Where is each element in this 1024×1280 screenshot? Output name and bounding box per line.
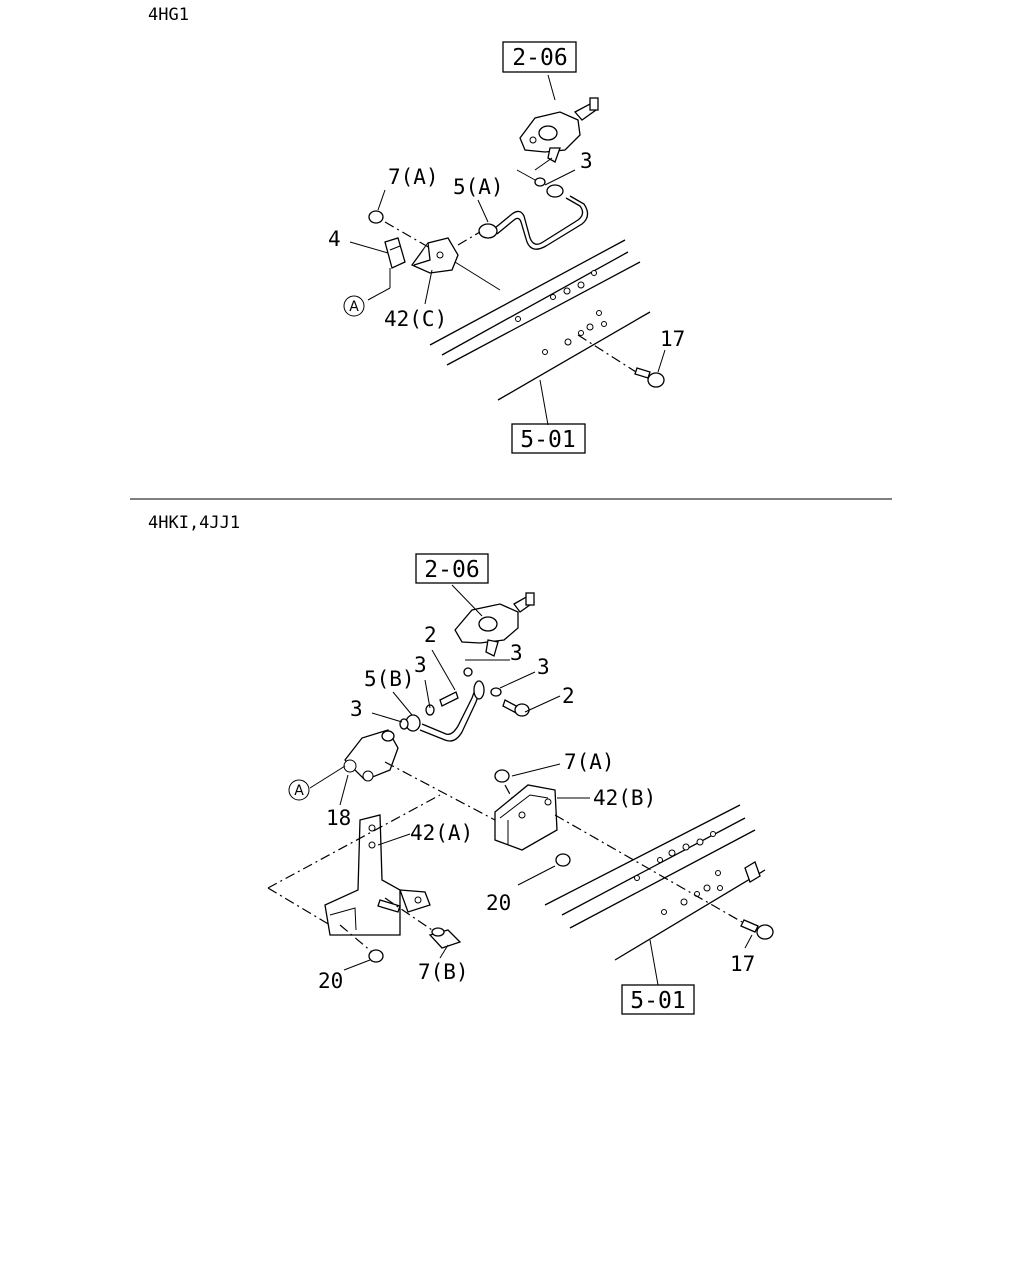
engine-label-4hg1: 4HG1 [148,5,189,25]
callout-18: 18 [326,806,351,830]
spacer-7b [428,927,462,949]
callout-3: 3 [580,149,593,173]
ref-box-5-01-top[interactable] [511,423,586,454]
nut-7a-bottom [494,769,510,783]
circle-a-top [343,295,365,317]
engine-label-4hki-4jj1: 4HKI,4JJ1 [148,513,240,533]
callout-20-left: 20 [318,969,343,993]
bracket-42a [324,814,431,936]
bolt-17-bottom [740,919,774,940]
callout-20-right: 20 [486,891,511,915]
callout-7a: 7(A) [388,165,439,189]
nut-7a-top [368,210,384,224]
section-4hki-4jj1: 4HKI,4JJ1 [148,513,774,1015]
brake-pipe-top [478,177,589,250]
callout-5b: 5(B) [364,667,415,691]
callout-5a: 5(A) [453,175,504,199]
callout-17-bottom: 17 [730,952,755,976]
brake-pipe-bottom [399,667,530,742]
callout-42b: 42(B) [593,786,656,810]
callout-3-right: 3 [537,655,550,679]
callout-7a-bottom: 7(A) [564,750,615,774]
frame-rail-top [429,239,651,401]
clip-4 [384,237,406,269]
callout-4: 4 [328,227,341,251]
nut-20-right [555,853,571,867]
master-cylinder-bottom [454,592,536,657]
circle-a-bottom [288,779,310,801]
bracket-18 [343,729,399,782]
bracket-42b [494,784,558,851]
ref-5-01-bottom[interactable]: 5-01 [630,988,685,1014]
ref-2-06-top[interactable]: 2-06 [512,45,567,71]
callout-42a: 42(A) [410,821,473,845]
callout-a: A [349,299,359,315]
frame-rail-bottom [544,804,766,961]
ref-box-5-01-bottom[interactable] [621,984,695,1015]
callout-3-upper-right: 3 [510,641,523,665]
nut-20-left [368,949,384,963]
section-4hg1: 4HG1 [148,5,685,454]
bolt-17-top [634,367,665,388]
ref-box-2-06-top[interactable] [502,41,577,73]
ref-box-2-06-bottom[interactable] [415,553,489,584]
callout-3-middle: 3 [414,653,427,677]
ref-5-01-top[interactable]: 5-01 [520,427,575,453]
callout-7b: 7(B) [418,960,469,984]
bracket-42c [411,237,459,274]
callout-2-upper: 2 [424,623,437,647]
callout-17: 17 [660,327,685,351]
callout-42c: 42(C) [384,307,447,331]
callout-2-right: 2 [562,684,575,708]
callout-a-bottom: A [294,783,304,799]
ref-2-06-bottom[interactable]: 2-06 [424,557,479,583]
callout-3-left: 3 [350,697,363,721]
